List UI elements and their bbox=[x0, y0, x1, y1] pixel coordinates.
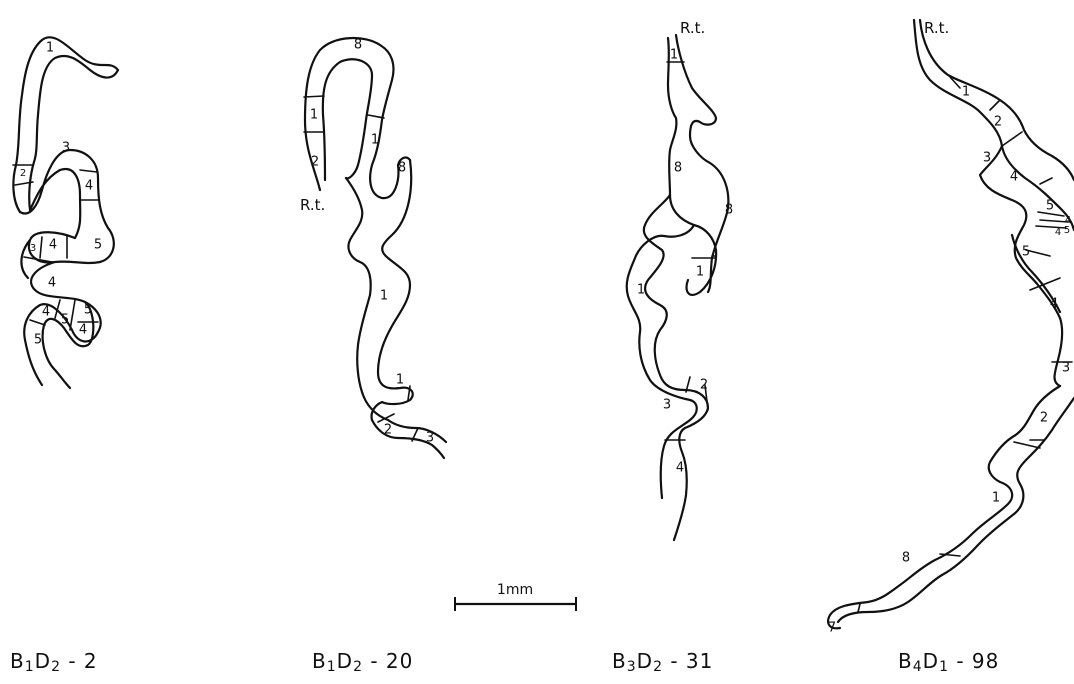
segment-label: 3 bbox=[426, 431, 434, 446]
segment-label: 5 bbox=[1022, 245, 1030, 260]
scale-bar-label: 1mm bbox=[497, 582, 533, 598]
rt-label: R.t. bbox=[924, 19, 949, 37]
segment-label: 1 bbox=[637, 283, 645, 298]
segment-label: 3 bbox=[663, 398, 671, 413]
specimen-b3d2-31: 1 8 8 1 1 2 3 4 R.t. bbox=[627, 19, 733, 540]
segment-label: 3 bbox=[1062, 361, 1070, 376]
segment-label: 2 bbox=[994, 115, 1002, 130]
segment-label: 8 bbox=[354, 38, 362, 53]
segment-label: 2 bbox=[1040, 411, 1048, 426]
segment-label: 4 bbox=[48, 276, 56, 291]
rt-label: R.t. bbox=[300, 196, 325, 214]
segment-label: 4 bbox=[49, 238, 57, 253]
specimen-b4d1-98: 1 2 3 4 5 4 5 4 5 4 3 2 1 8 7 R.t. bbox=[828, 19, 1074, 636]
segment-label: 1 bbox=[992, 491, 1000, 506]
caption-b1d2-20: B1D2 - 20 bbox=[312, 649, 413, 675]
segment-label: 4 bbox=[1050, 297, 1058, 312]
segment-label: 2 bbox=[20, 168, 26, 179]
specimen-b1d2-2: 1 2 3 4 5 3 4 4 5 4 5 4 5 bbox=[13, 37, 118, 388]
segment-label: 4 bbox=[79, 323, 87, 338]
segment-label: 8 bbox=[674, 161, 682, 176]
segment-label: 5 bbox=[94, 238, 102, 253]
segment-label: 1 bbox=[670, 48, 678, 63]
segment-label: 1 bbox=[396, 373, 404, 388]
segment-label: 4 bbox=[676, 461, 684, 476]
segment-label: 8 bbox=[725, 203, 733, 218]
segment-label: 1 bbox=[696, 265, 704, 280]
segment-label: 3 bbox=[62, 141, 70, 156]
segment-label: 4 bbox=[85, 179, 93, 194]
segment-label: 8 bbox=[902, 551, 910, 566]
segment-label: 1 bbox=[310, 108, 318, 123]
segment-label: 3 bbox=[30, 243, 36, 254]
segment-label: 1 bbox=[962, 85, 970, 100]
segment-label: 4 bbox=[1010, 170, 1018, 185]
segment-label: 5 bbox=[84, 303, 92, 318]
specimen-b1d2-20: 8 1 2 1 8 1 1 2 3 R.t. bbox=[300, 38, 446, 459]
segment-label: 2 bbox=[384, 423, 392, 438]
segment-label: 8 bbox=[398, 161, 406, 176]
segment-label: 2 bbox=[700, 378, 708, 393]
segment-label: 4 bbox=[1055, 227, 1061, 238]
segment-label: 2 bbox=[311, 155, 319, 170]
tube-outline bbox=[13, 37, 118, 212]
segment-label: 1 bbox=[371, 133, 379, 148]
segment-label: 1 bbox=[380, 289, 388, 304]
segment-label: 3 bbox=[983, 151, 991, 166]
segment-label: 1 bbox=[46, 41, 54, 56]
segment-label: 4 bbox=[42, 305, 50, 320]
segment-label: 5 bbox=[1046, 199, 1054, 214]
segment-label: 5 bbox=[1064, 225, 1070, 236]
caption-b4d1-98: B4D1 - 98 bbox=[898, 649, 999, 675]
caption-b3d2-31: B3D2 - 31 bbox=[612, 649, 713, 675]
caption-b1d2-2: B1D2 - 2 bbox=[10, 649, 98, 675]
rt-label: R.t. bbox=[680, 19, 705, 37]
scale-bar: 1mm bbox=[455, 582, 576, 611]
segment-label: 5 bbox=[34, 333, 42, 348]
segment-label: 5 bbox=[61, 313, 69, 328]
segment-label: 7 bbox=[828, 621, 836, 636]
